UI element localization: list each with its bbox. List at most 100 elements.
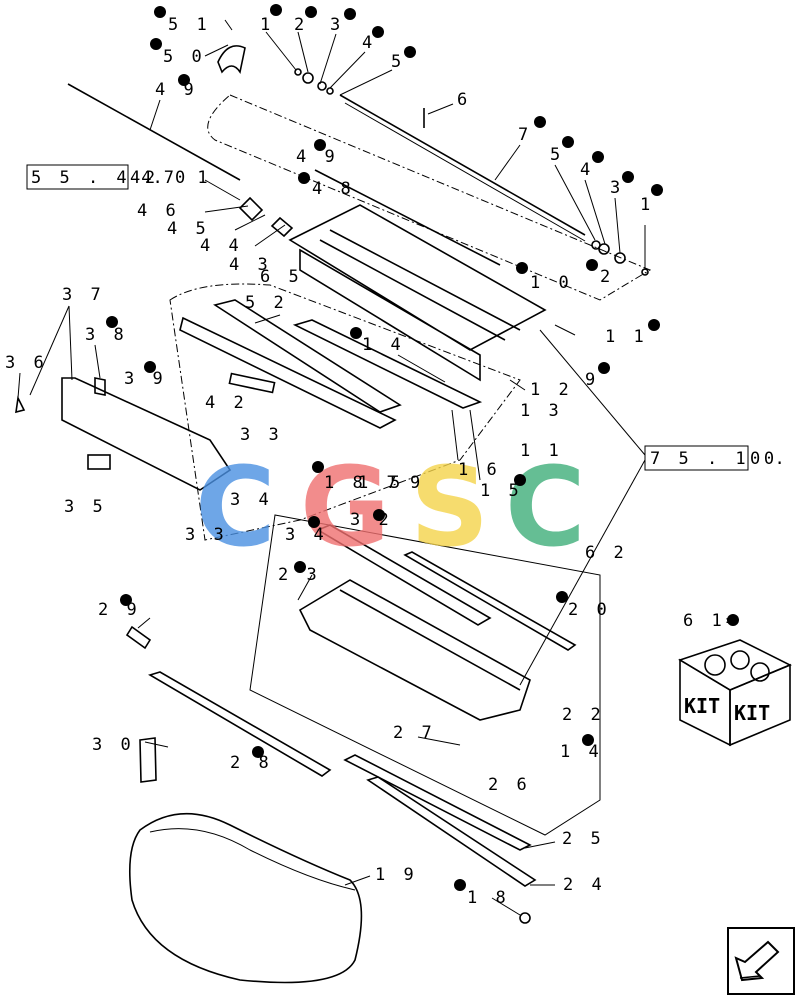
callout-9: 9 — [585, 370, 599, 390]
callout-5b: 5 — [550, 145, 564, 165]
callout-2a: 2 — [294, 15, 308, 35]
callout-5c: 5 — [390, 473, 404, 493]
callout-51: 5 1 — [168, 15, 211, 35]
cover-part-19 — [128, 812, 363, 984]
callout-62: 6 2 — [585, 543, 628, 563]
watermark-letter-s: S — [410, 443, 489, 571]
kit-legend-text: 6 1= — [683, 611, 740, 631]
watermark-letter-c1: C — [195, 443, 276, 571]
strip-part-25 — [343, 754, 532, 851]
callout-33a: 3 3 — [240, 425, 283, 445]
callout-24: 2 4 — [563, 875, 606, 895]
callout-45: 4 5 — [167, 219, 210, 239]
callout-4a: 4 — [362, 33, 376, 53]
plate-part-52b — [179, 316, 397, 429]
callout-dots — [106, 4, 663, 891]
callout-14b: 1 4 — [560, 742, 603, 762]
ref-right-text: 7 5 . 1 0 — [650, 449, 778, 469]
callout-27: 2 7 — [393, 723, 436, 743]
callout-5a: 5 — [391, 52, 405, 72]
kit-label-left: KIT — [684, 694, 720, 718]
callout-9b: 9 — [410, 473, 424, 493]
kit-label-right: KIT — [734, 701, 770, 725]
rod-part-49-mid — [314, 169, 501, 266]
watermark-letter-c2: C — [505, 443, 586, 571]
callout-39: 3 9 — [124, 369, 167, 389]
callout-1b: 1 — [640, 195, 654, 215]
strip-part-42 — [228, 372, 276, 394]
spring-part-30 — [139, 737, 157, 783]
strip-part-24 — [366, 776, 537, 887]
callout-19: 1 9 — [375, 865, 418, 885]
callout-33b: 3 3 — [185, 525, 228, 545]
ref-right-suffix: 0 . 1 — [750, 449, 800, 469]
ref-box-right — [644, 445, 749, 471]
rail-part-32 — [316, 524, 492, 626]
bar-part-14 — [292, 319, 483, 409]
watermark-logo: C G S C — [195, 443, 586, 571]
callout-48: 4 8 — [312, 179, 355, 199]
plate-part-52 — [213, 299, 402, 413]
kit-box-illustration: KIT KIT — [678, 639, 792, 747]
callout-12: 1 2 — [530, 380, 573, 400]
callout-65: 6 5 — [260, 267, 303, 287]
group-outline-top — [207, 94, 652, 301]
callout-20: 2 0 — [568, 600, 611, 620]
bracket-part-50 — [217, 45, 246, 75]
callout-50: 5 0 — [163, 47, 206, 67]
callout-42: 4 2 — [205, 393, 248, 413]
frame-upper — [288, 204, 547, 382]
callout-18a: 1 8 — [324, 473, 367, 493]
shaft-part-7 — [339, 94, 586, 236]
callout-34a: 3 4 — [230, 490, 273, 510]
callout-26: 2 6 — [488, 775, 531, 795]
kit-legend-dot — [727, 614, 739, 626]
callout-49a: 4 9 — [155, 80, 198, 100]
callout-16: 1 6 — [458, 460, 501, 480]
ref-box-left — [26, 164, 129, 190]
callout-4b: 4 — [580, 160, 594, 180]
watermark-letter-g: G — [300, 443, 390, 571]
callout-22: 2 2 — [562, 705, 605, 725]
callout-2b: 2 — [600, 267, 614, 287]
cylinder-part-29 — [125, 625, 152, 650]
callout-32: 3 2 — [350, 510, 393, 530]
label-part-35 — [87, 454, 111, 470]
group-outline-lower — [249, 514, 601, 836]
callout-52: 5 2 — [245, 293, 288, 313]
rod-part-28 — [148, 671, 332, 777]
callout-43: 4 3 — [229, 255, 272, 275]
callout-14a: 1 4 — [362, 335, 405, 355]
callout-18b: 1 8 — [467, 888, 510, 908]
callout-44: 4 4 — [200, 236, 243, 256]
callout-13: 1 3 — [520, 401, 563, 421]
callout-25: 2 5 — [562, 829, 605, 849]
rod-part-49-top — [67, 83, 241, 181]
callout-11b: 1 1 — [520, 441, 563, 461]
callout-35: 3 5 — [64, 497, 107, 517]
trough-part-62 — [298, 579, 531, 721]
leader-lines — [17, 31, 621, 916]
callout-37: 3 7 — [62, 285, 105, 305]
callout-labels: 5 1 5 0 1 2 3 4 5 4 9 6 7 4 9 4 8 4 6 4 … — [5, 15, 654, 908]
ref-left-suffix: 44.70 1 — [130, 168, 209, 188]
ref-left-text: 5 5 . 4 2 — [31, 168, 159, 188]
callout-10: 1 0 — [530, 273, 573, 293]
callout-1a: 1 — [260, 15, 274, 35]
callout-30: 3 0 — [92, 735, 135, 755]
callout-23: 2 3 — [278, 565, 321, 585]
callout-11a: 1 1 — [605, 327, 648, 347]
callout-6: 6 — [457, 90, 471, 110]
callout-49b: 4 9 — [296, 147, 339, 167]
next-page-arrow-icon[interactable] — [727, 927, 795, 995]
group-outline-middle — [169, 283, 521, 541]
callout-28: 2 8 — [230, 753, 273, 773]
callout-36: 3 6 — [5, 353, 48, 373]
side-panel-part-37 — [61, 377, 232, 491]
callout-15: 1 5 — [480, 481, 523, 501]
callout-3a: 3 — [330, 15, 344, 35]
callout-17: 1 7 — [358, 473, 401, 493]
callout-34b: 3 4 — [285, 525, 328, 545]
